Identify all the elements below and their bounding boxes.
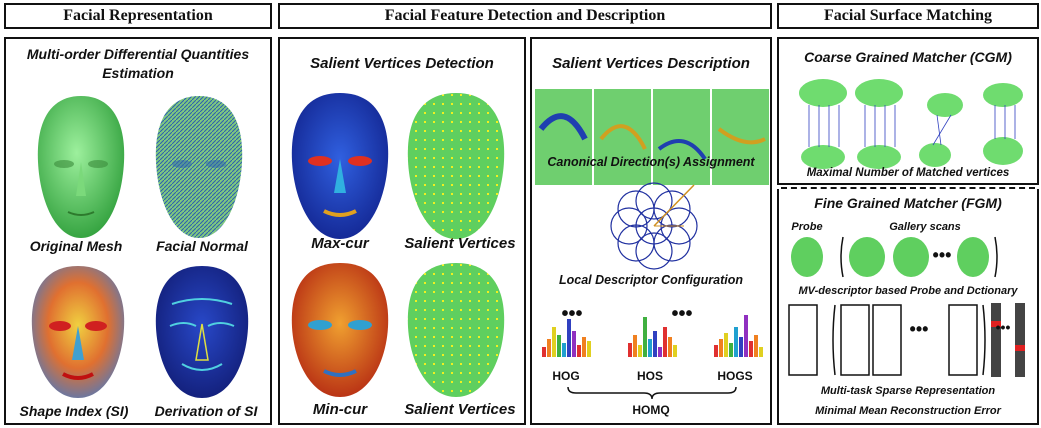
hist-bar bbox=[577, 345, 581, 357]
hist-bar bbox=[714, 345, 718, 357]
hist-bar bbox=[582, 337, 586, 357]
homq-label: HOMQ bbox=[632, 403, 670, 417]
hist-dots-1: ••• bbox=[561, 303, 583, 325]
hist-bar bbox=[734, 327, 738, 357]
hist-bar bbox=[744, 315, 748, 357]
hist-bar bbox=[547, 339, 551, 357]
representation-panel: Multi-order Differential Quantities Esti… bbox=[4, 37, 272, 425]
histograms bbox=[542, 315, 763, 357]
gallery-label: Gallery scans bbox=[889, 221, 961, 233]
hist-bar bbox=[663, 327, 667, 357]
hist-bar bbox=[572, 331, 576, 357]
hist-bar bbox=[633, 335, 637, 357]
min-cur-label: Min-cur bbox=[312, 401, 368, 418]
detection-panel: Salient Vertices Detection Max-cur Salie… bbox=[278, 37, 526, 425]
min-cur-face bbox=[291, 263, 389, 397]
detection-title: Salient Vertices Detection bbox=[310, 55, 494, 72]
hist-bar bbox=[673, 345, 677, 357]
cgm-caption: Maximal Number of Matched vertices bbox=[806, 167, 1010, 179]
representation-title: Multi-order Differential Quantities Esti… bbox=[26, 46, 250, 81]
hist-bar bbox=[552, 327, 556, 357]
gallery-dots: ••• bbox=[932, 245, 952, 265]
salient-vertices-label-2: Salient Vertices bbox=[404, 401, 516, 418]
original-mesh-label: Original Mesh bbox=[29, 238, 123, 254]
sparse-label: Multi-task Sparse Representation bbox=[820, 385, 996, 397]
hist-bar bbox=[739, 337, 743, 357]
hist-bar bbox=[638, 345, 642, 357]
shape-index-label: Shape Index (SI) bbox=[19, 403, 129, 419]
hist-bar bbox=[759, 347, 763, 357]
hist-bar bbox=[557, 335, 561, 357]
hist-bar bbox=[658, 347, 662, 357]
salient-vertices-face-1 bbox=[407, 93, 505, 239]
description-title: Salient Vertices Description bbox=[552, 55, 750, 72]
canonical-patches bbox=[535, 89, 769, 185]
descriptor-label: MV-descriptor based Probe and Dctionary bbox=[798, 285, 1018, 297]
header-detection: Facial Feature Detection and Description bbox=[278, 3, 772, 29]
cgm-illustration bbox=[799, 79, 1023, 169]
hist-bar bbox=[562, 343, 566, 357]
local-descriptor-label: Local Descriptor Configuration bbox=[558, 273, 744, 287]
sparse-dots-2: ••• bbox=[995, 319, 1011, 335]
max-cur-label: Max-cur bbox=[311, 235, 369, 252]
salient-vertices-label-1: Salient Vertices bbox=[404, 235, 516, 252]
derivation-si-face bbox=[155, 266, 249, 398]
cgm-title: Coarse Grained Matcher (CGM) bbox=[804, 49, 1012, 65]
hist-bar bbox=[648, 339, 652, 357]
matcher-divider bbox=[781, 187, 1035, 189]
error-label: Minimal Mean Reconstruction Error bbox=[815, 405, 1001, 417]
facial-normal-label: Facial Normal bbox=[156, 238, 248, 254]
hogs-label: HOGS bbox=[717, 369, 753, 383]
cgm-panel: Coarse Grained Matcher (CGM) Maximal Num… bbox=[777, 37, 1039, 185]
sparse-matrix bbox=[788, 303, 1025, 377]
original-mesh-face bbox=[37, 96, 125, 238]
hist-bar bbox=[542, 347, 546, 357]
local-descriptor-diagram bbox=[610, 182, 698, 270]
hist-bar bbox=[754, 335, 758, 357]
facial-normal-face bbox=[155, 96, 243, 238]
header-matching: Facial Surface Matching bbox=[777, 3, 1039, 29]
hist-bar bbox=[668, 337, 672, 357]
derivation-si-label: Derivation of SI bbox=[154, 403, 258, 419]
hist-bar bbox=[719, 339, 723, 357]
hist-bar bbox=[729, 343, 733, 357]
description-panel: Salient Vertices Description Canonical D… bbox=[530, 37, 772, 425]
fgm-title: Fine Grained Matcher (FGM) bbox=[814, 195, 1002, 211]
hist-bar bbox=[628, 343, 632, 357]
fgm-panel: Fine Grained Matcher (FGM) Probe Gallery… bbox=[777, 189, 1039, 425]
hist-bar bbox=[567, 319, 571, 357]
hos-label: HOS bbox=[636, 369, 663, 383]
salient-vertices-face-2 bbox=[407, 263, 505, 397]
canonical-label: Canonical Direction(s) Assignment bbox=[547, 155, 755, 169]
hist-dots-2: ••• bbox=[671, 303, 693, 325]
hog-label: HOG bbox=[552, 369, 580, 383]
gallery-faces bbox=[791, 236, 998, 278]
max-cur-face bbox=[291, 93, 389, 239]
hist-bar bbox=[724, 333, 728, 357]
header-representation: Facial Representation bbox=[4, 3, 272, 29]
sparse-dots-1: ••• bbox=[909, 319, 929, 339]
shape-index-face bbox=[31, 266, 125, 398]
probe-label: Probe bbox=[791, 221, 823, 233]
homq-brace bbox=[567, 386, 737, 400]
hist-bar bbox=[643, 317, 647, 357]
hist-bar bbox=[749, 341, 753, 357]
hist-bar bbox=[653, 331, 657, 357]
hist-bar bbox=[587, 341, 591, 357]
